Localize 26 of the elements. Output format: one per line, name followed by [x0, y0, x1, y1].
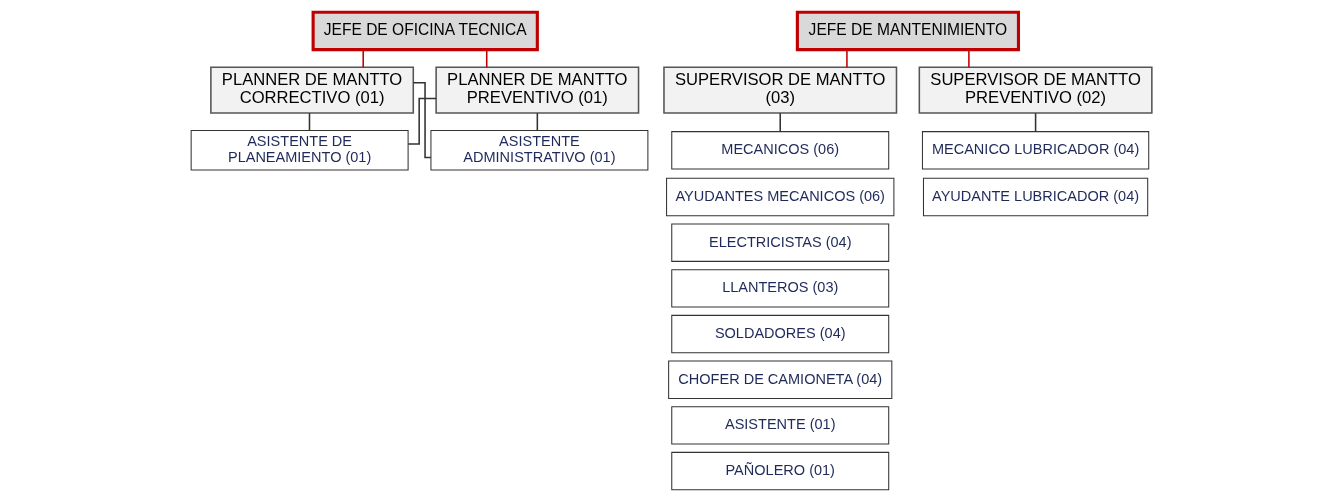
connector [485, 48, 487, 68]
node-box: ASISTENTE DE PLANEAMIENTO (01) [190, 130, 409, 171]
connector [967, 48, 970, 68]
node-box: JEFE DE MANTENIMIENTO [795, 10, 1020, 52]
node-box: PLANNER DE MANTTO CORRECTIVO (01) [209, 66, 414, 114]
node-box: JEFE DE OFICINA TECNICA [311, 10, 539, 52]
node-box: MECANICO LUBRICADOR (04) [921, 131, 1149, 170]
node-box: PAÑOLERO (01) [670, 451, 889, 491]
node-box: AYUDANTE LUBRICADOR (04) [922, 177, 1148, 217]
connector [406, 97, 437, 145]
node-box: CHOFER DE CAMIONETA (04) [667, 360, 892, 399]
connector [778, 112, 781, 133]
connector [845, 48, 848, 68]
connector [1034, 112, 1036, 133]
connector [412, 82, 432, 159]
connector [361, 48, 364, 68]
node-box: LLANTEROS (03) [670, 269, 889, 308]
node-box: SUPERVISOR DE MANTTO PREVENTIVO (02) [918, 66, 1153, 114]
node-box: SOLDADORES (04) [670, 314, 889, 354]
node-box: ASISTENTE ADMINISTRATIVO (01) [429, 130, 648, 171]
node-box: SUPERVISOR DE MANTTO (03) [662, 66, 897, 114]
node-box: AYUDANTES MECANICOS (06) [665, 177, 894, 217]
node-box: MECANICOS (06) [670, 131, 889, 170]
node-box: PLANNER DE MANTTO PREVENTIVO (01) [434, 66, 639, 114]
node-box: ELECTRICISTAS (04) [670, 223, 889, 262]
node-box: ASISTENTE (01) [670, 406, 889, 445]
